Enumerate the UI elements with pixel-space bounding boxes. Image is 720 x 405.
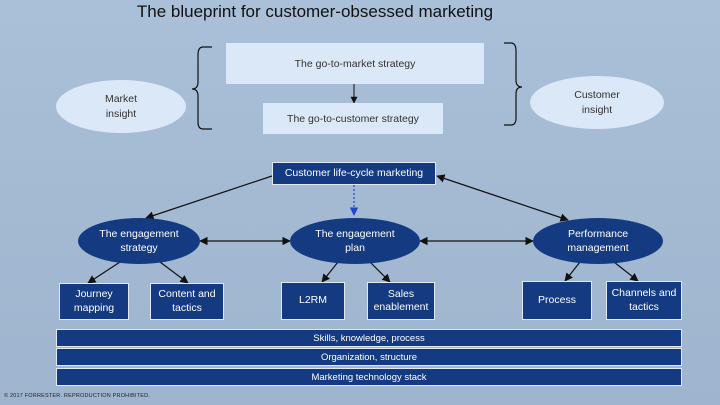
market-insight-label: Market insight <box>104 93 138 120</box>
sales-enablement-box: Sales enablement <box>367 282 435 320</box>
lifecycle-box: Customer life-cycle marketing <box>272 162 436 185</box>
lifecycle-to-strategy-arrow <box>145 175 273 220</box>
organization-label: Organization, structure <box>320 351 418 363</box>
strategy-to-journey-arrow <box>87 261 121 284</box>
skills-label: Skills, knowledge, process <box>313 332 425 344</box>
performance-management-label: Performance management <box>567 227 629 254</box>
market-insight-ellipse: Market insight <box>56 80 186 133</box>
performance-to-channels-arrow <box>613 261 639 282</box>
page-title: The blueprint for customer-obsessed mark… <box>136 2 494 21</box>
engagement-strategy-label: The engagement strategy <box>99 227 179 254</box>
l2rm-label: L2RM <box>298 294 327 307</box>
customer-insight-ellipse: Customer insight <box>530 76 664 129</box>
lifecycle-performance-arrow <box>436 174 569 222</box>
process-label: Process <box>538 293 576 306</box>
lifecycle-label: Customer life-cycle marketing <box>284 166 424 179</box>
go-to-market-box: The go-to-market strategy <box>226 43 484 84</box>
organization-bar: Organization, structure <box>56 348 682 366</box>
right-brace <box>504 42 523 126</box>
go-to-customer-label: The go-to-customer strategy <box>287 112 419 125</box>
skills-bar: Skills, knowledge, process <box>56 329 682 347</box>
performance-management-ellipse: Performance management <box>533 218 663 264</box>
plan-to-sales-arrow <box>369 261 391 283</box>
copyright-notice: © 2017 FORRESTER. REPRODUCTION PROHIBITE… <box>4 393 151 399</box>
martech-bar: Marketing technology stack <box>56 368 682 386</box>
customer-insight-label: Customer insight <box>574 89 620 116</box>
engagement-plan-ellipse: The engagement plan <box>290 218 420 264</box>
content-tactics-label: Content and tactics <box>158 288 216 314</box>
performance-to-process-arrow <box>564 261 581 282</box>
martech-label: Marketing technology stack <box>311 371 427 383</box>
go-to-customer-box: The go-to-customer strategy <box>263 103 443 134</box>
engagement-strategy-ellipse: The engagement strategy <box>78 218 200 264</box>
journey-mapping-label: Journey mapping <box>73 288 115 314</box>
go-to-market-label: The go-to-market strategy <box>294 57 416 70</box>
l2rm-box: L2RM <box>281 282 345 320</box>
left-brace <box>191 46 212 130</box>
content-tactics-box: Content and tactics <box>150 283 224 320</box>
channels-tactics-label: Channels and tactics <box>611 287 677 313</box>
journey-mapping-box: Journey mapping <box>59 283 129 320</box>
sales-enablement-label: Sales enablement <box>373 287 429 313</box>
process-box: Process <box>522 281 592 320</box>
strategy-to-content-arrow <box>159 261 189 284</box>
channels-tactics-box: Channels and tactics <box>606 281 682 320</box>
plan-to-l2rm-arrow <box>321 261 339 283</box>
engagement-plan-label: The engagement plan <box>315 227 395 254</box>
